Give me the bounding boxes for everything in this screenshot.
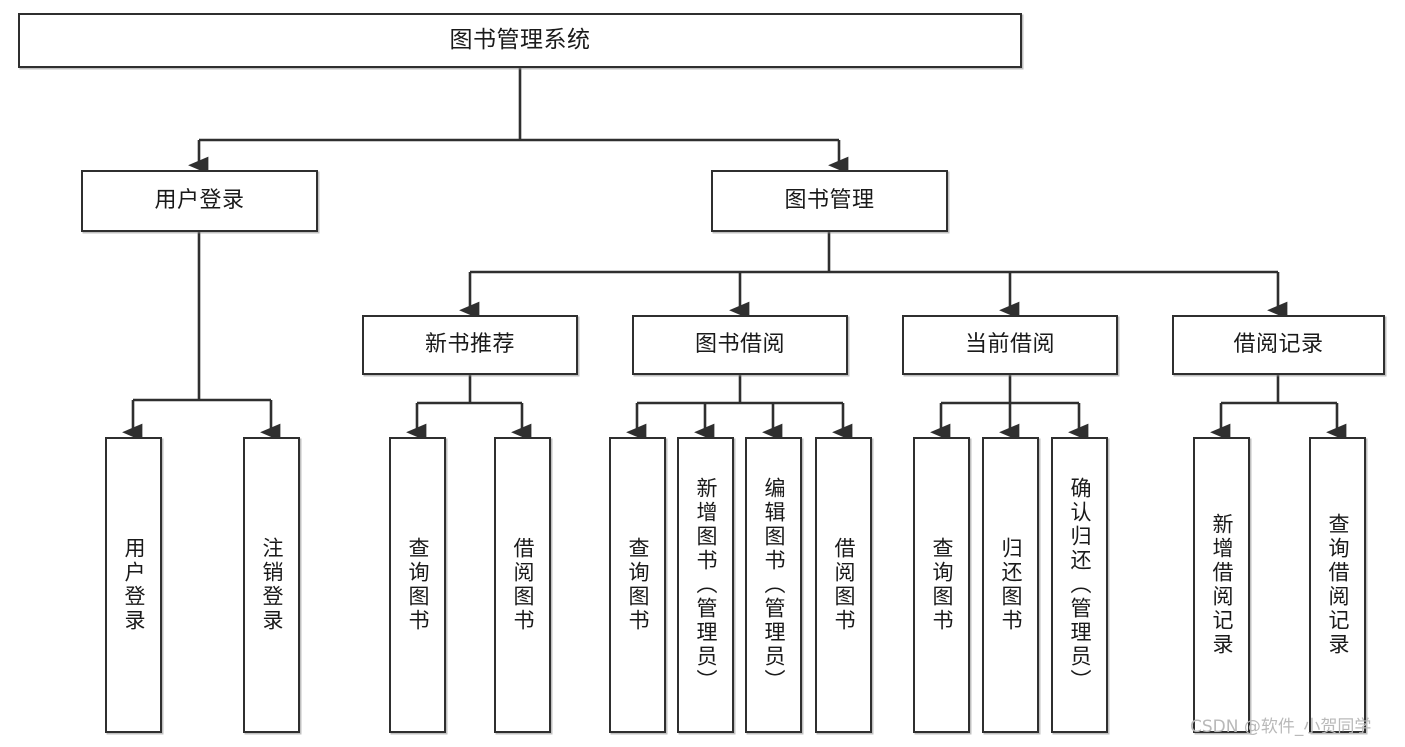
node-label: 用户登录 [154, 187, 245, 213]
node-label: 借阅图书 [832, 537, 856, 633]
node-borrow-records[interactable]: 借阅记录 [1172, 315, 1385, 375]
node-leaf-borrow-books-newbook[interactable]: 借阅图书 [494, 437, 551, 733]
node-leaf-query-borrow-record[interactable]: 查询借阅记录 [1309, 437, 1366, 733]
node-label: 当前借阅 [964, 331, 1055, 357]
node-label: 图书管理 [784, 187, 875, 213]
node-leaf-confirm-return-admin[interactable]: 确认归还（管理员） [1051, 437, 1108, 733]
node-new-book-recommendation[interactable]: 新书推荐 [362, 315, 578, 375]
node-label: 新增图书（管理员） [694, 477, 718, 693]
node-user-login[interactable]: 用户登录 [81, 170, 318, 232]
node-label: 图书借阅 [694, 331, 785, 357]
node-leaf-edit-book-admin[interactable]: 编辑图书（管理员） [745, 437, 802, 733]
node-leaf-logout[interactable]: 注销登录 [243, 437, 300, 733]
node-book-borrowing[interactable]: 图书借阅 [632, 315, 848, 375]
node-leaf-add-borrow-record[interactable]: 新增借阅记录 [1193, 437, 1250, 733]
node-current-borrowing[interactable]: 当前借阅 [902, 315, 1118, 375]
watermark-text: CSDN @软件_小贺同学 [1190, 717, 1372, 737]
node-leaf-add-book-admin[interactable]: 新增图书（管理员） [677, 437, 734, 733]
node-root-book-management-system[interactable]: 图书管理系统 [18, 13, 1022, 68]
node-label: 确认归还（管理员） [1068, 477, 1092, 693]
node-leaf-query-books-newbook[interactable]: 查询图书 [389, 437, 446, 733]
node-label: 图书管理系统 [449, 26, 591, 53]
node-leaf-user-login[interactable]: 用户登录 [105, 437, 162, 733]
node-label: 归还图书 [999, 537, 1023, 633]
node-label: 注销登录 [260, 537, 284, 633]
node-leaf-borrow-books[interactable]: 借阅图书 [815, 437, 872, 733]
node-label: 新书推荐 [424, 331, 515, 357]
node-label: 借阅图书 [511, 537, 535, 633]
node-label: 新增借阅记录 [1210, 513, 1234, 657]
node-label: 查询图书 [626, 537, 650, 633]
node-label: 查询借阅记录 [1326, 513, 1350, 657]
node-book-management[interactable]: 图书管理 [711, 170, 948, 232]
node-leaf-query-books-current[interactable]: 查询图书 [913, 437, 970, 733]
node-label: 查询图书 [930, 537, 954, 633]
node-label: 用户登录 [122, 537, 146, 633]
node-label: 编辑图书（管理员） [762, 477, 786, 693]
node-label: 借阅记录 [1233, 331, 1324, 357]
node-leaf-return-books[interactable]: 归还图书 [982, 437, 1039, 733]
node-leaf-query-books-borrow[interactable]: 查询图书 [609, 437, 666, 733]
node-label: 查询图书 [406, 537, 430, 633]
